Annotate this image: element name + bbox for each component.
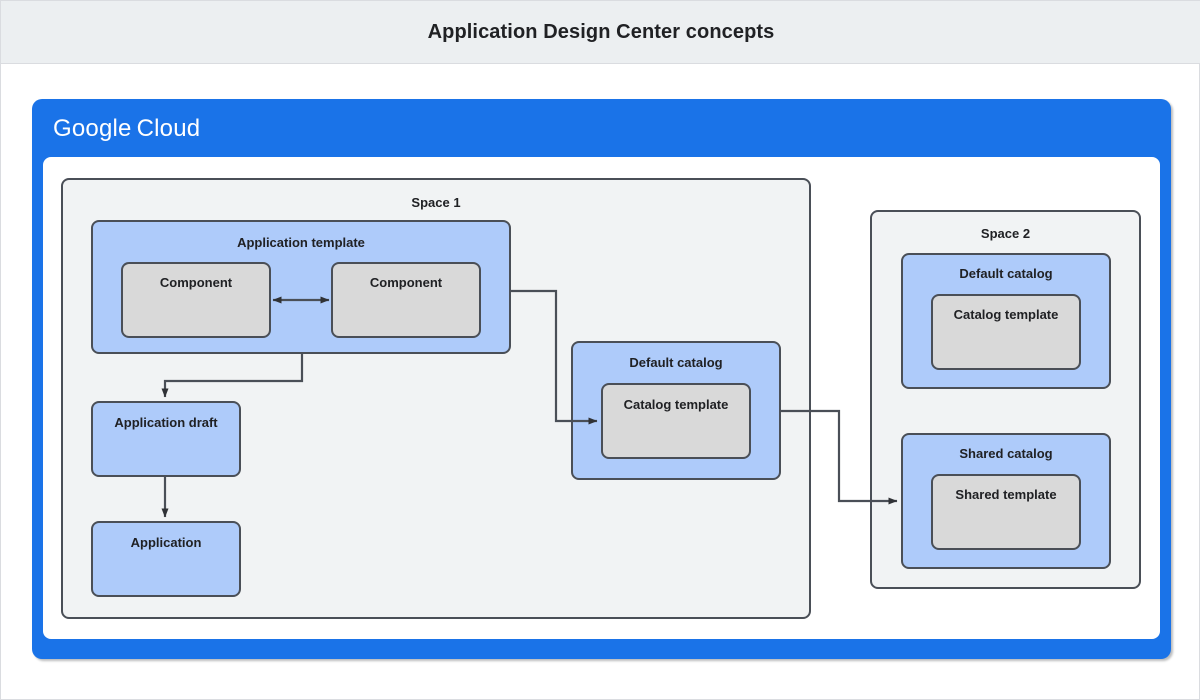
application-label: Application	[130, 535, 202, 550]
logo-cloud-text: Cloud	[136, 115, 201, 142]
default-catalog-space1-label: Default catalog	[629, 355, 723, 370]
shared-template-box: Shared template	[931, 474, 1081, 550]
component-right-label: Component	[369, 275, 443, 290]
header-bar: Application Design Center concepts	[1, 1, 1200, 64]
page-title: Application Design Center concepts	[427, 20, 775, 43]
shared-catalog-label: Shared catalog	[959, 446, 1053, 461]
component-left-label: Component	[159, 275, 233, 290]
catalog-template-space2-label: Catalog template	[953, 307, 1059, 322]
shared-template-label: Shared template	[955, 487, 1057, 502]
application-draft-box: Application draft	[91, 401, 241, 477]
application-box: Application	[91, 521, 241, 597]
default-catalog-space2-label: Default catalog	[959, 266, 1053, 281]
application-draft-label: Application draft	[114, 415, 218, 430]
catalog-template-space1-box: Catalog template	[601, 383, 751, 459]
catalog-template-space1-label: Catalog template	[623, 397, 729, 412]
component-right-box: Component	[331, 262, 481, 338]
space-2-label: Space 2	[980, 226, 1031, 241]
application-template-label: Application template	[237, 235, 365, 250]
catalog-template-space2-box: Catalog template	[931, 294, 1081, 370]
component-left-box: Component	[121, 262, 271, 338]
logo-google-text: Google	[53, 115, 132, 142]
space-1-label: Space 1	[411, 195, 461, 210]
